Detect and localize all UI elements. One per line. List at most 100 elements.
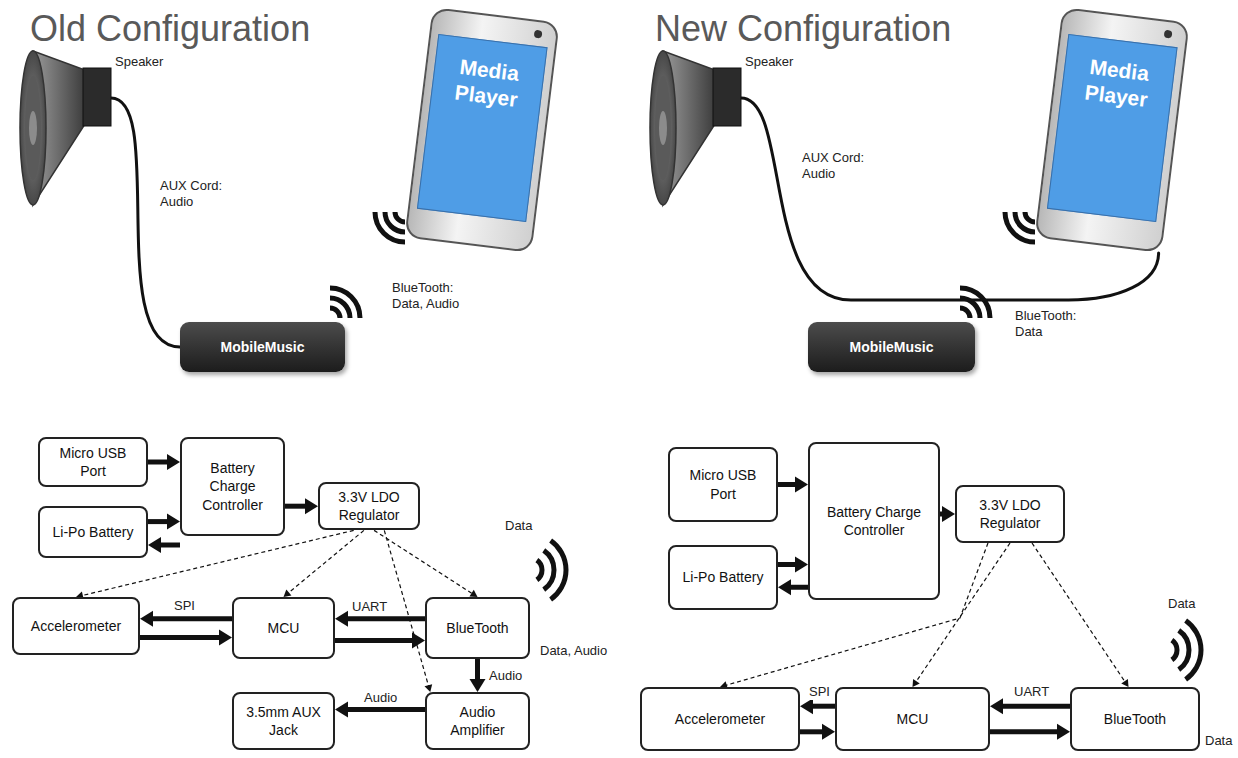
camera-dot [1164, 30, 1173, 39]
signal-arrow [778, 477, 808, 493]
block: Accelerometer [640, 687, 800, 751]
edge-label: AUX Cord: Audio [158, 178, 232, 209]
cord-line [111, 98, 180, 347]
node-text: Accelerometer [31, 617, 121, 635]
edge-label: SPI [807, 684, 832, 700]
node-text: Li-Po Battery [683, 568, 764, 586]
block: 3.5mm AUX Jack [232, 692, 335, 750]
device-box: MobileMusic [808, 322, 975, 372]
signal-arrow [800, 698, 835, 714]
arrow-head [469, 590, 477, 597]
signal-arrow [990, 698, 1070, 714]
node-text: 3.3V LDO Regulator [326, 488, 412, 524]
arrow-head [1057, 724, 1070, 740]
wireless-label: Data [1205, 733, 1232, 749]
arrow-head [470, 679, 486, 692]
arrow-head [148, 537, 161, 553]
block: Battery Charge Controller [180, 437, 285, 536]
media-player: Media Player [404, 7, 559, 253]
arrow-head [305, 498, 318, 514]
media-player: Media Player [1034, 7, 1189, 253]
node-text: Media Player [431, 51, 545, 116]
connector-line [1032, 543, 1125, 682]
signal-arrow [778, 579, 808, 595]
edge-label: Audio [362, 690, 399, 706]
arrow-head [284, 589, 292, 597]
connector-line [778, 562, 796, 567]
node-text: MobileMusic [220, 339, 304, 355]
power-line [284, 530, 364, 597]
signal-arrow [140, 630, 232, 646]
block: Micro USB Port [668, 447, 778, 522]
arrow-head [942, 506, 955, 522]
power-line [374, 530, 477, 597]
connector-line [778, 482, 796, 487]
signal-arrow [940, 506, 955, 522]
block: Accelerometer [12, 597, 140, 655]
node-text: Audio Amplifier [433, 703, 522, 739]
node-text: 3.5mm AUX Jack [240, 703, 327, 739]
node-text: Micro USB Port [46, 444, 140, 480]
connector-line [790, 585, 808, 590]
arrow-head [219, 630, 232, 646]
edge-label: UART [350, 599, 389, 615]
node-text: BlueTooth [446, 619, 508, 637]
block: 3.3V LDO Regulator [955, 485, 1065, 543]
camera-dot [534, 30, 543, 39]
connector-line [475, 659, 480, 680]
signal-arrow [148, 537, 180, 553]
signal-arrow [148, 454, 180, 470]
block: Li-Po Battery [668, 545, 778, 610]
signal-arrow [470, 659, 486, 692]
arrow-head [167, 514, 180, 530]
wireless-label: Data, Audio [540, 643, 607, 659]
connector-line [140, 635, 220, 640]
node-text: MobileMusic [849, 339, 933, 355]
connector-line [148, 519, 168, 524]
node-text: Li-Po Battery [53, 523, 134, 541]
connector-line [148, 460, 168, 465]
wireless-label: Data [1168, 596, 1195, 612]
node-text: Micro USB Port [676, 466, 770, 502]
wireless-waves [1005, 212, 1035, 242]
arrow-head [795, 477, 808, 493]
edge-label: UART [1012, 684, 1051, 700]
heading: New Configuration [655, 6, 951, 51]
wireless-label: BlueTooth: Data [1015, 308, 1095, 341]
block: Audio Amplifier [425, 692, 530, 750]
connector-line [990, 729, 1058, 734]
phone-screen: Media Player [1047, 34, 1178, 222]
wireless-label: BlueTooth: Data, Audio [392, 280, 477, 313]
wireless-waves [330, 288, 360, 318]
power-line [1032, 543, 1129, 687]
connector-line [347, 707, 425, 712]
node-text: MCU [897, 710, 929, 728]
signal-arrow [335, 632, 425, 648]
connector-line [1002, 704, 1070, 709]
connector-line [384, 530, 428, 686]
connector-line [812, 704, 835, 709]
signal-arrow [800, 724, 835, 740]
block: MCU [835, 687, 990, 751]
speaker: Speaker [15, 50, 111, 210]
signal-arrow [778, 557, 808, 573]
arrow-head [800, 698, 813, 714]
node-text: 3.3V LDO Regulator [963, 496, 1057, 532]
wireless-label: Data [505, 518, 532, 534]
node-text: Media Player [1061, 51, 1175, 116]
arrow-head [913, 679, 920, 687]
wireless-waves [960, 288, 990, 318]
block: Micro USB Port [38, 437, 148, 487]
connector-line [374, 530, 472, 593]
arrow-head [778, 579, 791, 595]
heading: Old Configuration [30, 6, 310, 51]
connector-line [335, 638, 413, 643]
phone-screen: Media Player [417, 34, 548, 222]
node-text: BlueTooth [1104, 710, 1166, 728]
device-box: MobileMusic [180, 322, 345, 372]
wireless-waves [1172, 621, 1201, 680]
connector-line [285, 504, 306, 509]
block: BlueTooth [1070, 687, 1200, 751]
signal-arrow [285, 498, 318, 514]
arrow-head [335, 701, 348, 717]
